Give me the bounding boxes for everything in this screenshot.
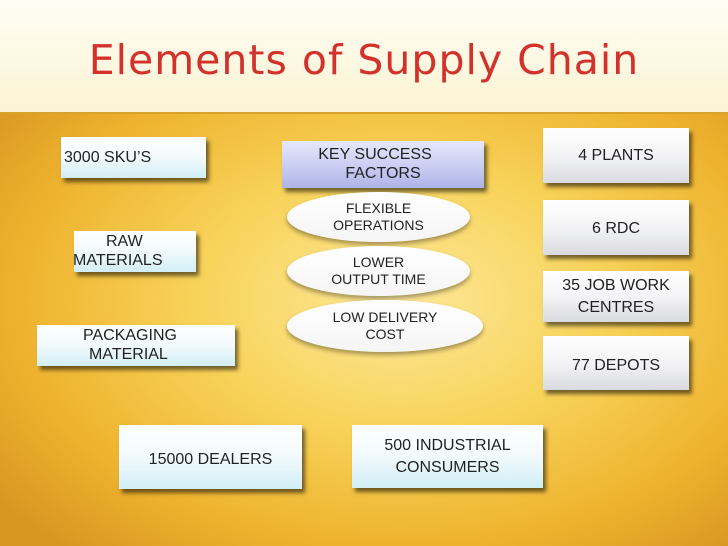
box-35-job-work-centres: 35 JOB WORK CENTRES: [543, 271, 689, 322]
box-packaging-line2: MATERIAL: [89, 346, 168, 363]
factor-delivery-line2: COST: [365, 326, 405, 342]
factor-output-line2: OUTPUT TIME: [331, 271, 426, 287]
factor-output-line1: LOWER: [352, 254, 405, 270]
box-6-rdc-label: 6 RDC: [591, 220, 640, 237]
box-500-industrial-consumers: 500 INDUSTRIAL CONSUMERS: [352, 425, 543, 488]
box-job-work-line1: 35 JOB WORK: [562, 277, 670, 294]
factor-flexible-line2: OPERATIONS: [333, 217, 424, 233]
box-77-depots-label: 77 DEPOTS: [571, 357, 661, 374]
box-6-rdc: 6 RDC: [543, 200, 689, 255]
box-key-success-line2: FACTORS: [345, 165, 421, 182]
box-industrial-line1: 500 INDUSTRIAL: [384, 437, 511, 454]
box-4-plants-label: 4 PLANTS: [578, 147, 654, 164]
factor-flexible-line1: FLEXIBLE: [345, 200, 412, 216]
box-industrial-line2: CONSUMERS: [395, 459, 500, 476]
box-dealers-label: 15000 DEALERS: [148, 451, 273, 468]
factor-low-delivery-cost: LOW DELIVERY COST: [287, 300, 483, 352]
box-job-work-line2: CENTRES: [577, 299, 655, 316]
box-raw-materials: RAW MATERIALS: [73, 231, 196, 272]
title-band: [0, 0, 728, 112]
box-key-success-factors: KEY SUCCESS FACTORS: [282, 141, 484, 188]
box-packaging-material: PACKAGING MATERIAL: [37, 325, 235, 366]
box-3000-skus: 3000 SKU’S: [61, 137, 206, 178]
slide-title: Elements of Supply Chain: [88, 36, 640, 84]
box-15000-dealers: 15000 DEALERS: [119, 425, 302, 489]
box-raw-materials-line1: RAW: [106, 233, 143, 250]
box-77-depots: 77 DEPOTS: [543, 336, 689, 390]
factor-delivery-line1: LOW DELIVERY: [332, 309, 438, 325]
box-4-plants: 4 PLANTS: [543, 128, 689, 183]
title-divider: [0, 112, 728, 114]
box-3000-skus-label: 3000 SKU’S: [64, 149, 152, 166]
factor-lower-output-time: LOWER OUTPUT TIME: [287, 246, 470, 296]
box-key-success-line1: KEY SUCCESS: [318, 146, 432, 163]
box-packaging-line1: PACKAGING: [83, 327, 177, 344]
factor-flexible-operations: FLEXIBLE OPERATIONS: [287, 192, 470, 242]
box-raw-materials-line2: MATERIALS: [73, 252, 163, 269]
